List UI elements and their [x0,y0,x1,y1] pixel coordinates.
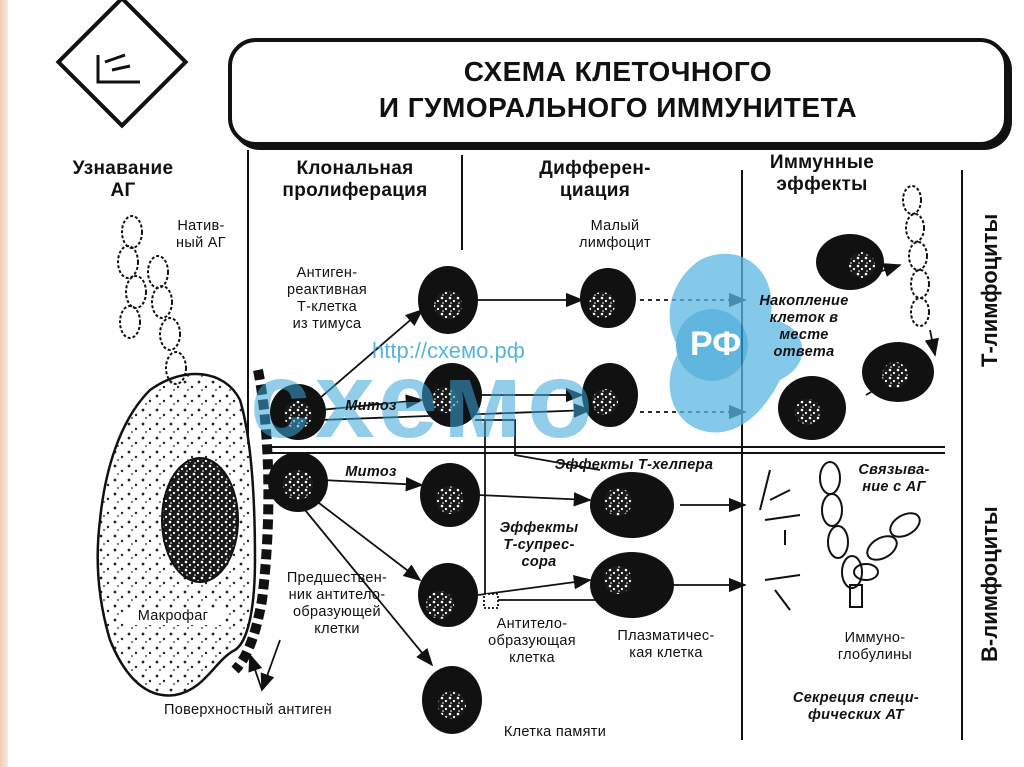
label-plasma-cell: Плазматичес-кая клетка [596,628,736,662]
t-effector-chain [903,186,929,326]
proliferation-b-cell-1 [420,463,480,527]
label-secretion: Секреция специ-фических АТ [756,690,956,724]
proliferation-t-cell-1 [418,266,478,334]
watermark-badge: РФ [690,325,741,364]
label-surface-antigen: Поверхностный антиген [118,702,378,719]
diagram-title: СХЕМА КЛЕТОЧНОГО И ГУМОРАЛЬНОГО ИММУНИТЕ… [228,38,1008,146]
recognition-b-cell [268,452,328,512]
precursor-b-cell [418,563,478,627]
plasma-cell-2 [590,552,674,618]
label-mitosis-t: Митоз [336,398,406,415]
label-binding: Связыва-ние с АГ [842,462,946,496]
plasma-cell-1 [590,472,674,538]
label-t-helper-effects: Эффекты Т-хелпера [524,457,744,474]
label-memory-cell: Клетка памяти [480,724,630,741]
watermark-brand: схемо [250,345,599,455]
side-label-b-lymphocytes: В-лимфоциты [978,512,1002,662]
logo-diamond-icon [58,0,185,126]
t-effector-cell-3 [778,376,846,440]
memory-cell [422,666,482,734]
side-label-t-lymphocytes: Т-лимфоциты [978,217,1002,367]
title-line-1: СХЕМА КЛЕТОЧНОГО [232,54,1004,90]
stage-differentiation: Дифферен-циация [510,158,680,202]
small-lymphocyte-1 [580,268,636,328]
t-effector-cell-2 [862,342,934,402]
label-immunoglobulins: Иммуно-глобулины [820,630,930,664]
t-effector-cell-1 [816,234,884,290]
label-mitosis-b: Митоз [336,464,406,481]
label-macrophage: Макрофаг [125,608,221,625]
label-native-ag: Натив-ный АГ [160,218,242,252]
title-line-2: И ГУМОРАЛЬНОГО ИММУНИТЕТА [232,90,1004,126]
macrophage-cell [98,370,269,695]
